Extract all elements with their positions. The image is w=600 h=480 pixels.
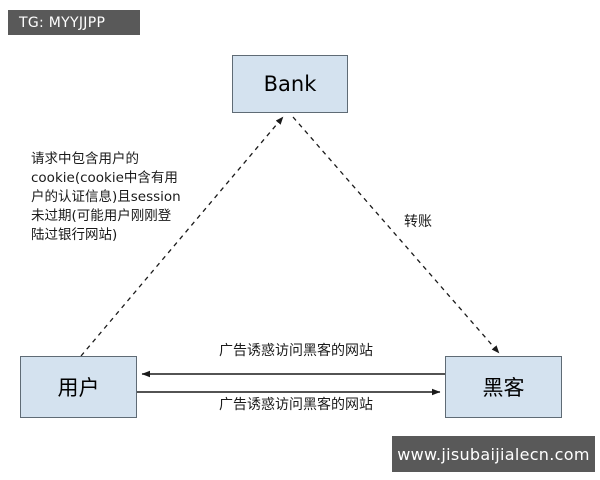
watermark-bottom-right: www.jisubaijialecn.com [392,436,595,472]
node-user[interactable]: 用户 [20,356,137,418]
node-bank[interactable]: Bank [232,55,348,113]
node-hacker[interactable]: 黑客 [445,356,562,418]
connector-bank-to-hacker [292,116,500,354]
label-ad-lure-top: 广告诱惑访问黑客的网站 [219,343,373,359]
label-ad-lure-bottom: 广告诱惑访问黑客的网站 [219,397,373,413]
connector-user-to-bank [80,116,284,357]
watermark-top-left: TG: MYYJJPP [8,10,140,35]
label-transfer: 转账 [404,214,432,230]
node-user-label: 用户 [57,376,100,400]
label-cookie-note: 请求中包含用户的cookie(cookie中含有用户的认证信息)且session… [31,151,181,243]
node-hacker-label: 黑客 [482,376,525,400]
node-bank-label: Bank [263,72,317,96]
